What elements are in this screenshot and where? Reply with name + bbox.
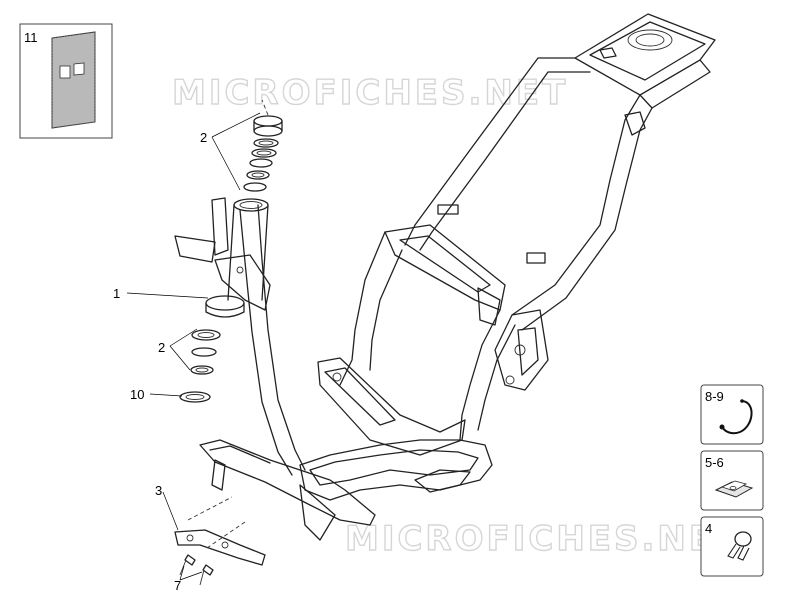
frame-body <box>199 13 716 541</box>
callout-1: 1 <box>113 286 120 301</box>
inset-label-11: 11 <box>24 30 38 45</box>
gasket-plate-icon <box>51 31 96 129</box>
callout-10: 10 <box>130 387 144 402</box>
support-bracket <box>174 529 266 566</box>
inset-box-5-6: 5-6 <box>700 450 764 511</box>
callout-2-lower: 2 <box>158 340 165 355</box>
cable-clamp-icon <box>727 531 752 561</box>
assembly-guides <box>187 99 269 549</box>
upper-bearing-set <box>243 115 283 192</box>
leader-lines <box>126 112 261 581</box>
callout-3: 3 <box>155 483 162 498</box>
spring-nut-icon <box>714 480 754 498</box>
lower-bearing-set <box>179 329 221 403</box>
inset-box-4: 4 <box>700 516 764 577</box>
inset-label-5-6: 5-6 <box>705 455 724 470</box>
callout-7: 7 <box>174 578 181 593</box>
inset-label-4: 4 <box>705 521 712 536</box>
screws <box>179 554 214 586</box>
inset-label-8-9: 8-9 <box>705 389 724 404</box>
steering-head <box>174 197 271 318</box>
watermark-top: MICROFICHES.NET <box>172 73 568 113</box>
inset-box-8-9: 8-9 <box>700 384 764 445</box>
watermark-bottom: MICROFICHES.NET <box>345 519 741 559</box>
inset-box-11: 11 <box>19 23 113 139</box>
callout-2-upper: 2 <box>200 130 207 145</box>
hose-clip-icon <box>719 399 753 435</box>
